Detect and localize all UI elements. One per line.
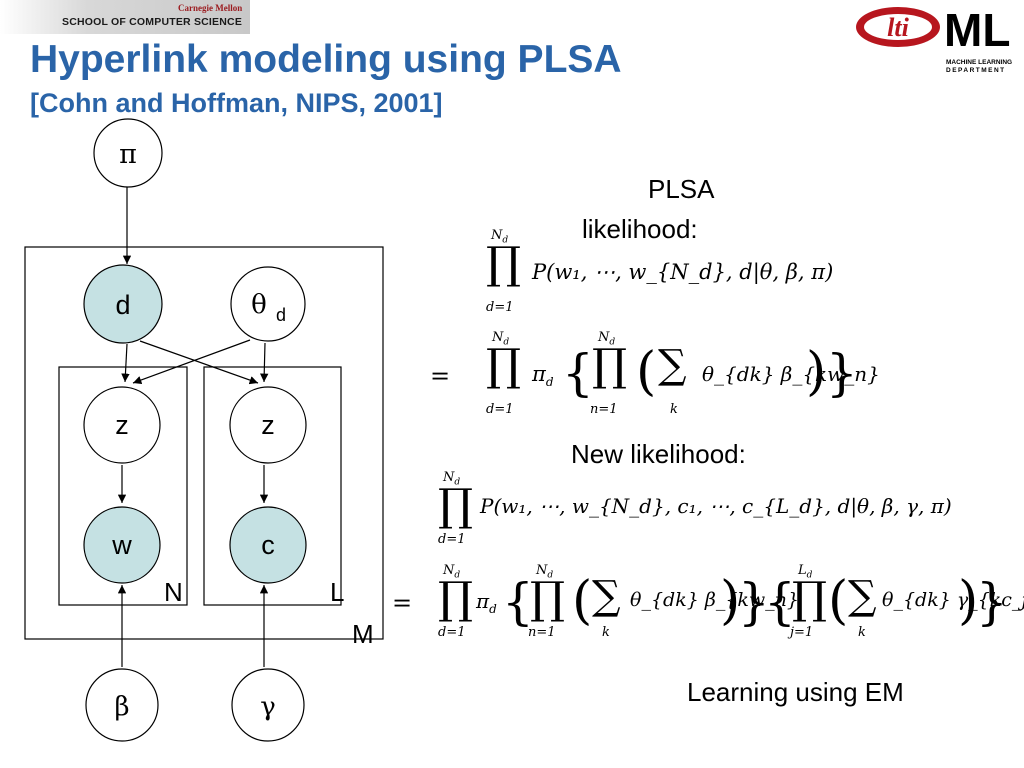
equation-plsa-likelihood: Nd ∏ d=1 P(w₁, ⋯, w_{N_d}, d|θ, β, π)	[480, 228, 860, 318]
node-gamma-label: γ	[260, 692, 276, 722]
sum-term-1: θ_{dk} β_{kw_n}	[630, 589, 800, 611]
node-gamma: γ	[231, 668, 305, 742]
prod-lower-n: n=1	[590, 402, 618, 417]
edge-theta-z-right	[260, 342, 269, 383]
node-c: c	[229, 506, 307, 584]
sum-symbol: ∑	[848, 573, 877, 619]
new-likelihood-label: New likelihood:	[571, 439, 746, 469]
plate-L	[203, 366, 342, 606]
plsa-label-line2: likelihood:	[582, 214, 698, 244]
node-theta: θ d	[230, 266, 306, 342]
learning-em-label: Learning using EM	[687, 677, 904, 707]
plsa-label-line1: PLSA	[648, 174, 715, 204]
prod-upper: Nd	[492, 330, 510, 348]
plate-M-label: M	[352, 619, 374, 649]
node-z-right: z	[229, 386, 307, 464]
right-brace-1: }	[738, 573, 770, 631]
node-d: d	[83, 264, 163, 344]
sum-term: θ_{dk} β_{kw_n}	[702, 362, 880, 386]
product-symbol: ∏	[530, 573, 566, 624]
ml-logo-sub1: MACHINE LEARNING	[946, 59, 1012, 66]
ml-logo: ML MACHINE LEARNING DEPARTMENT	[944, 4, 1012, 74]
node-d-label: d	[115, 290, 130, 320]
product-symbol: ∏	[592, 340, 628, 391]
node-beta-label: β	[114, 692, 129, 722]
left-paren: (	[636, 342, 657, 402]
edge-d-z-left	[121, 343, 130, 383]
product-symbol: ∏	[438, 480, 474, 531]
edge-theta-z-left	[132, 339, 251, 385]
prod-upper: Nd	[443, 470, 461, 488]
pi-d-term: πd	[476, 589, 497, 616]
prod-lower-n: n=1	[528, 625, 556, 640]
ml-logo-text: ML	[944, 4, 1010, 56]
node-z-left: z	[83, 386, 161, 464]
left-brace: {	[562, 344, 594, 402]
pi-d-term: πd	[532, 362, 554, 390]
equals-sign: =	[430, 362, 451, 390]
header-bar	[0, 0, 250, 34]
department-logos: lti ML MACHINE LEARNING DEPARTMENT	[856, 4, 1012, 74]
prod-upper: Nd	[491, 228, 509, 246]
prod-lower-j: j=1	[790, 625, 814, 640]
node-z-right-label: z	[261, 410, 275, 440]
prod-upper: Nd	[598, 330, 616, 348]
product-symbol: ∏	[486, 340, 522, 391]
school-name: SCHOOL OF COMPUTER SCIENCE	[62, 16, 243, 28]
product-symbol: ∏	[792, 573, 828, 624]
prod-upper-L: Ld	[798, 563, 813, 581]
node-pi: π	[93, 118, 163, 188]
equation-1-body: P(w₁, ⋯, w_{N_d}, d|θ, β, π)	[532, 260, 834, 284]
sum-lower: k	[858, 625, 866, 640]
left-paren-1: (	[572, 571, 593, 631]
plate-L-label: L	[330, 577, 344, 607]
left-paren-2: (	[828, 571, 849, 631]
sum-symbol: ∑	[592, 573, 621, 619]
university-name: Carnegie Mellon	[178, 3, 243, 13]
node-w-label: w	[111, 530, 132, 560]
equation-new-expanded: = Nd ∏ d=1 πd { Nd ∏ n=1 ( ∑ k θ_{dk} β_…	[392, 557, 1024, 652]
edge-d-z-right	[139, 340, 259, 385]
slide-subtitle: [Cohn and Hoffman, NIPS, 2001]	[30, 88, 443, 118]
equation-3-body: P(w₁, ⋯, w_{N_d}, c₁, ⋯, c_{L_d}, d|θ, β…	[480, 494, 952, 518]
node-beta: β	[85, 668, 159, 742]
slide-title: Hyperlink modeling using PLSA	[30, 38, 622, 81]
ml-logo-sub2: DEPARTMENT	[946, 67, 1006, 74]
right-paren-1: )	[720, 571, 741, 631]
prod-lower: d=1	[438, 532, 466, 547]
node-pi-label: π	[119, 139, 137, 170]
left-brace-2: {	[764, 573, 796, 631]
node-theta-label: θ	[251, 290, 267, 320]
product-symbol: ∏	[486, 238, 522, 289]
right-paren: )	[806, 342, 827, 402]
plate-M	[24, 246, 384, 640]
right-brace-2: }	[976, 573, 1008, 631]
prod-upper: Nd	[536, 563, 554, 581]
node-c-label: c	[261, 530, 275, 560]
prod-lower: d=1	[438, 625, 466, 640]
sum-symbol: ∑	[658, 342, 687, 388]
node-z-left-label: z	[115, 410, 129, 440]
sum-lower: k	[670, 402, 678, 417]
node-w: w	[83, 506, 161, 584]
lti-logo: lti	[856, 7, 940, 47]
node-theta-subscript: d	[276, 305, 286, 325]
prod-lower: d=1	[486, 300, 514, 315]
right-brace: }	[826, 344, 858, 402]
lti-logo-text: lti	[887, 13, 909, 42]
sum-lower: k	[602, 625, 610, 640]
plate-N	[58, 366, 188, 606]
plate-N-label: N	[164, 577, 183, 607]
equation-new-likelihood: Nd ∏ d=1 P(w₁, ⋯, w_{N_d}, c₁, ⋯, c_{L_d…	[430, 470, 952, 560]
left-brace-1: {	[502, 573, 534, 631]
equation-plsa-expanded: = Nd ∏ d=1 πd { Nd ∏ n=1 ( ∑ k θ_{dk} β_…	[430, 330, 880, 425]
prod-upper: Nd	[443, 563, 461, 581]
sum-term-2: θ_{dk} γ_{kc_j}	[882, 589, 1024, 611]
right-paren-2: )	[958, 571, 979, 631]
graphical-model-diagram: π d θ d z z w c β γ N L M	[24, 118, 384, 742]
equals-sign: =	[392, 589, 413, 617]
prod-lower: d=1	[486, 402, 514, 417]
product-symbol: ∏	[438, 573, 474, 624]
